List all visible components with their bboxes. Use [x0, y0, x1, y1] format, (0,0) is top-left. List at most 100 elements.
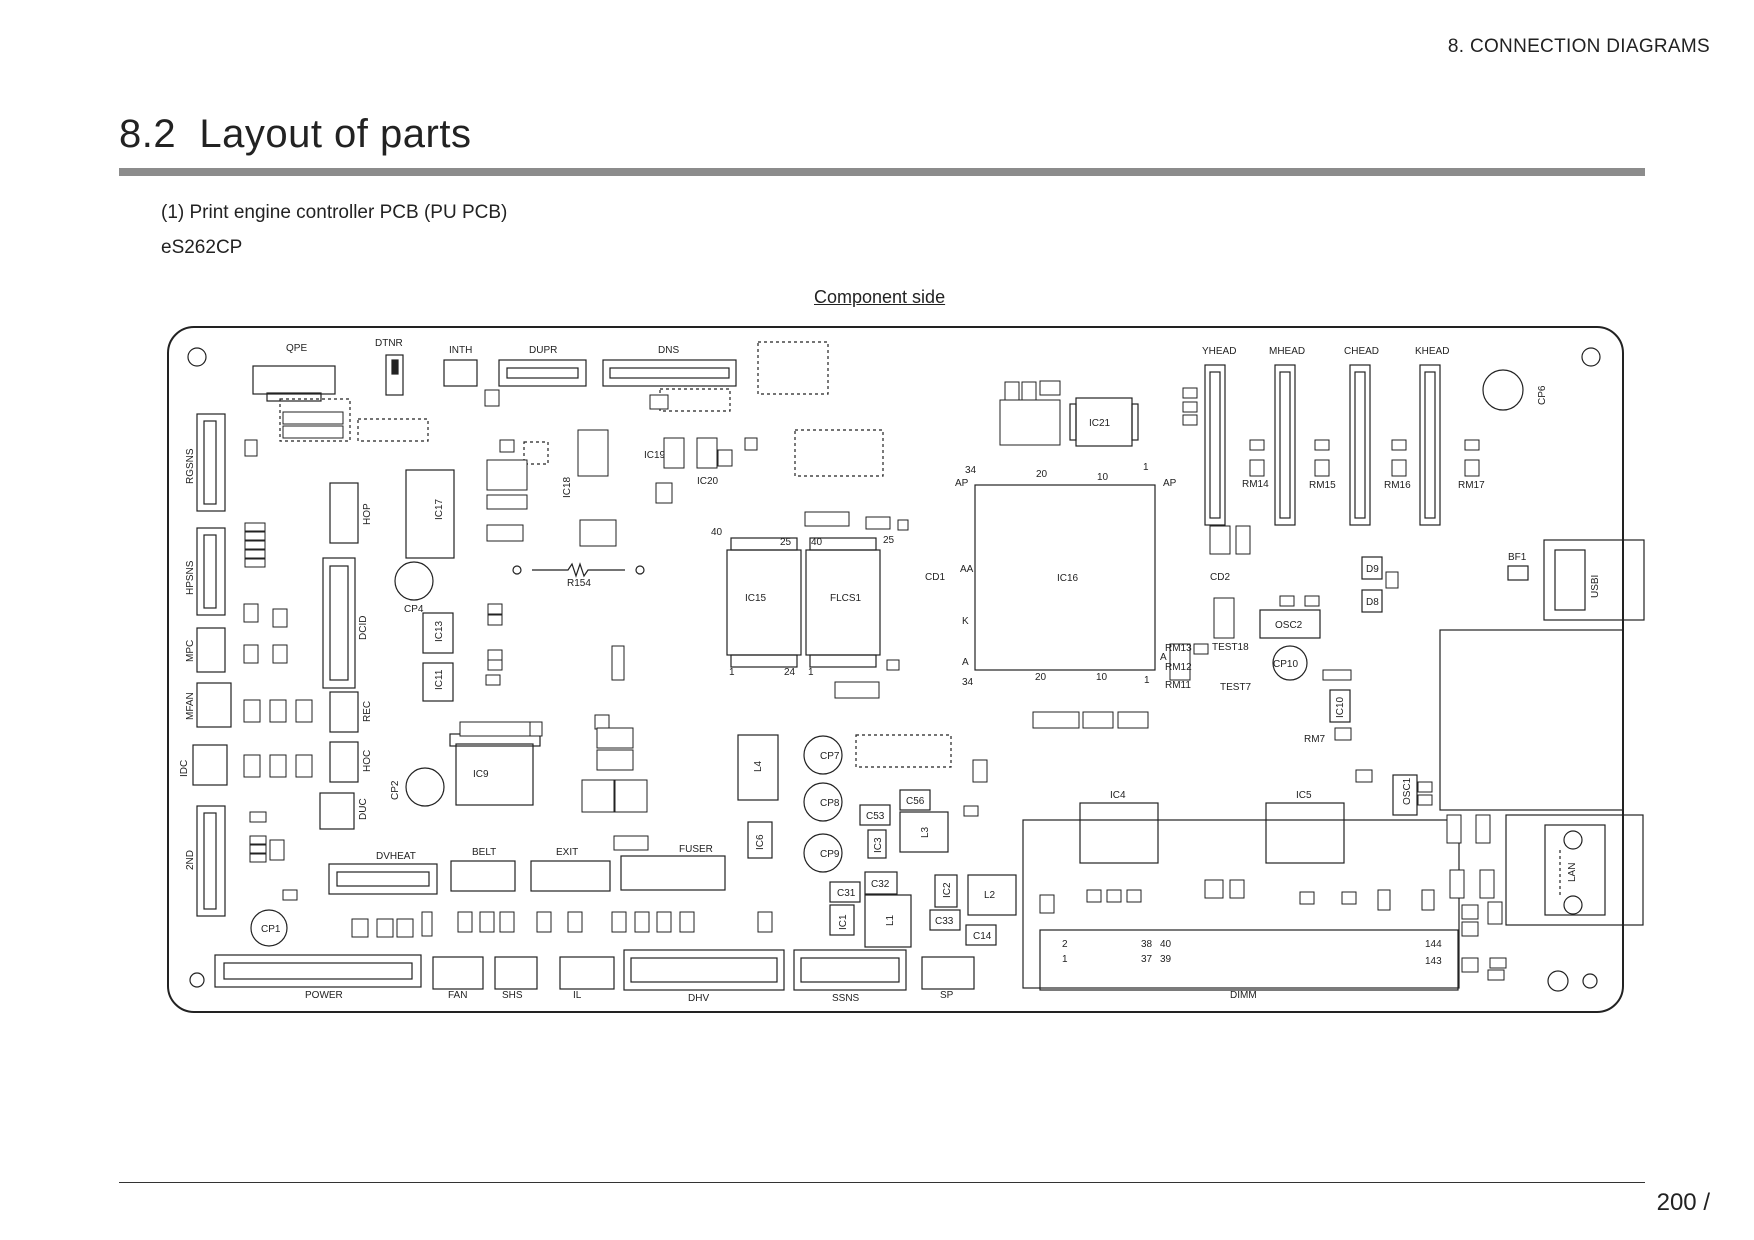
label-cp2: CP2: [390, 780, 401, 800]
label-cp9: CP9: [820, 849, 840, 860]
connector-usb: [1543, 539, 1645, 621]
connector-dupr: [498, 359, 587, 387]
label-l4: L4: [753, 760, 764, 772]
label-ic4: IC4: [1110, 790, 1126, 801]
connector-lan: [1505, 814, 1644, 926]
label-osc2: OSC2: [1275, 620, 1303, 631]
label-ic15-pin40: 40: [711, 527, 723, 538]
capacitor-c53: [859, 804, 891, 826]
label-l2: L2: [984, 890, 996, 901]
label-cp8: CP8: [820, 798, 840, 809]
capacitor-c31: [829, 881, 861, 903]
label-ic20: IC20: [697, 476, 719, 487]
label-cp6: CP6: [1537, 385, 1548, 405]
label-rgsns: RGSNS: [185, 448, 196, 484]
label-ic16-pin1-bottom: 1: [1144, 675, 1150, 686]
label-test18: TEST18: [1212, 642, 1249, 653]
label-dimm-pin37: 37: [1141, 954, 1153, 965]
label-hoc: HOC: [362, 750, 373, 772]
label-dcid: DCID: [358, 616, 369, 640]
section-header: 8. CONNECTION DIAGRAMS: [1447, 36, 1710, 57]
section-title: Layout of parts: [199, 112, 472, 156]
label-c31: C31: [837, 888, 856, 899]
connector-idc: [192, 744, 228, 786]
capacitor-c32: [864, 871, 898, 895]
capacitor-cp4: [394, 561, 434, 601]
label-rm16: RM16: [1384, 480, 1411, 491]
label-ic16-pin1-top: 1: [1143, 462, 1149, 473]
label-hop: HOP: [362, 503, 373, 525]
label-ic16-pin34-bottom: 34: [962, 677, 974, 688]
connector-dhv: [623, 949, 785, 991]
label-d9: D9: [1366, 564, 1379, 575]
label-ap-1: AP: [955, 478, 969, 489]
label-khead: KHEAD: [1415, 346, 1449, 357]
title-rule: [119, 168, 1645, 176]
connector-mfan: [196, 682, 232, 728]
inductor-l1: [864, 894, 912, 948]
label-l1: L1: [885, 914, 896, 926]
chip-ic2: [934, 874, 958, 908]
label-idc: IDC: [179, 760, 190, 777]
capacitor-c33: [929, 909, 961, 931]
label-2nd: 2ND: [185, 850, 196, 870]
inductor-l2: [967, 874, 1017, 916]
connector-qpe: [252, 365, 336, 395]
capacitor-cp6: [1482, 369, 1524, 411]
label-rm7: RM7: [1304, 734, 1326, 745]
label-dimm-pin1: 1: [1062, 954, 1068, 965]
label-rm11: RM11: [1165, 680, 1191, 691]
page-number: 200 /: [1656, 1189, 1710, 1216]
connector-fuser: [620, 855, 726, 891]
label-ic15-pin1: 1: [729, 667, 735, 678]
label-chead: CHEAD: [1344, 346, 1379, 357]
label-qpe: QPE: [286, 343, 307, 354]
chip-osc1: [1392, 774, 1418, 816]
mounting-hole: [189, 972, 205, 988]
label-rm13: RM13: [1165, 643, 1192, 654]
connector-dns: [602, 359, 737, 387]
label-c33: C33: [935, 916, 954, 927]
label-ssns: SSNS: [832, 993, 860, 1004]
chip-ic6: [747, 821, 773, 859]
label-rec: REC: [362, 701, 373, 722]
label-dimm-pin39: 39: [1160, 954, 1172, 965]
item-heading: (1) Print engine controller PCB (PU PCB): [161, 202, 508, 223]
label-c14: C14: [973, 931, 992, 942]
capacitor-cp7: [803, 735, 843, 775]
diagram-caption: Component side: [814, 287, 946, 307]
capacitor-c56: [899, 789, 931, 811]
connector-hoc: [329, 741, 359, 783]
connector-sp: [921, 956, 975, 990]
chip-ic13: [422, 612, 454, 654]
label-test7: TEST7: [1220, 682, 1252, 693]
label-ic17: IC17: [434, 498, 445, 520]
section-number: 8.2: [119, 112, 177, 156]
label-usb: USBI: [1590, 575, 1601, 598]
ferrite-bf1: [1507, 565, 1529, 581]
inductor-l4: [737, 734, 779, 801]
capacitor-cp8: [803, 782, 843, 822]
label-cp4: CP4: [404, 604, 424, 615]
mounting-hole: [1547, 970, 1569, 992]
label-sp: SP: [940, 990, 954, 1001]
label-exit: EXIT: [556, 847, 578, 858]
chip-ic9: [455, 743, 534, 806]
chip-ic1: [829, 904, 855, 936]
label-flcs1: FLCS1: [830, 593, 862, 604]
label-aa: AA: [960, 564, 974, 575]
label-mfan: MFAN: [185, 692, 196, 720]
label-d8: D8: [1366, 597, 1379, 608]
label-c32: C32: [871, 879, 890, 890]
connector-chead: [1349, 364, 1371, 526]
label-ic13: IC13: [434, 620, 445, 642]
capacitor-cp1: [250, 909, 288, 947]
label-r154: R154: [567, 578, 591, 589]
footer-rule: [119, 1182, 1645, 1183]
label-dupr: DUPR: [529, 345, 557, 356]
label-hpsns: HPSNS: [185, 560, 196, 595]
chip-osc2: [1259, 609, 1321, 639]
label-yhead: YHEAD: [1202, 346, 1236, 357]
label-ic16-pin10-bottom: 10: [1096, 672, 1108, 683]
connector-il: [559, 956, 615, 990]
